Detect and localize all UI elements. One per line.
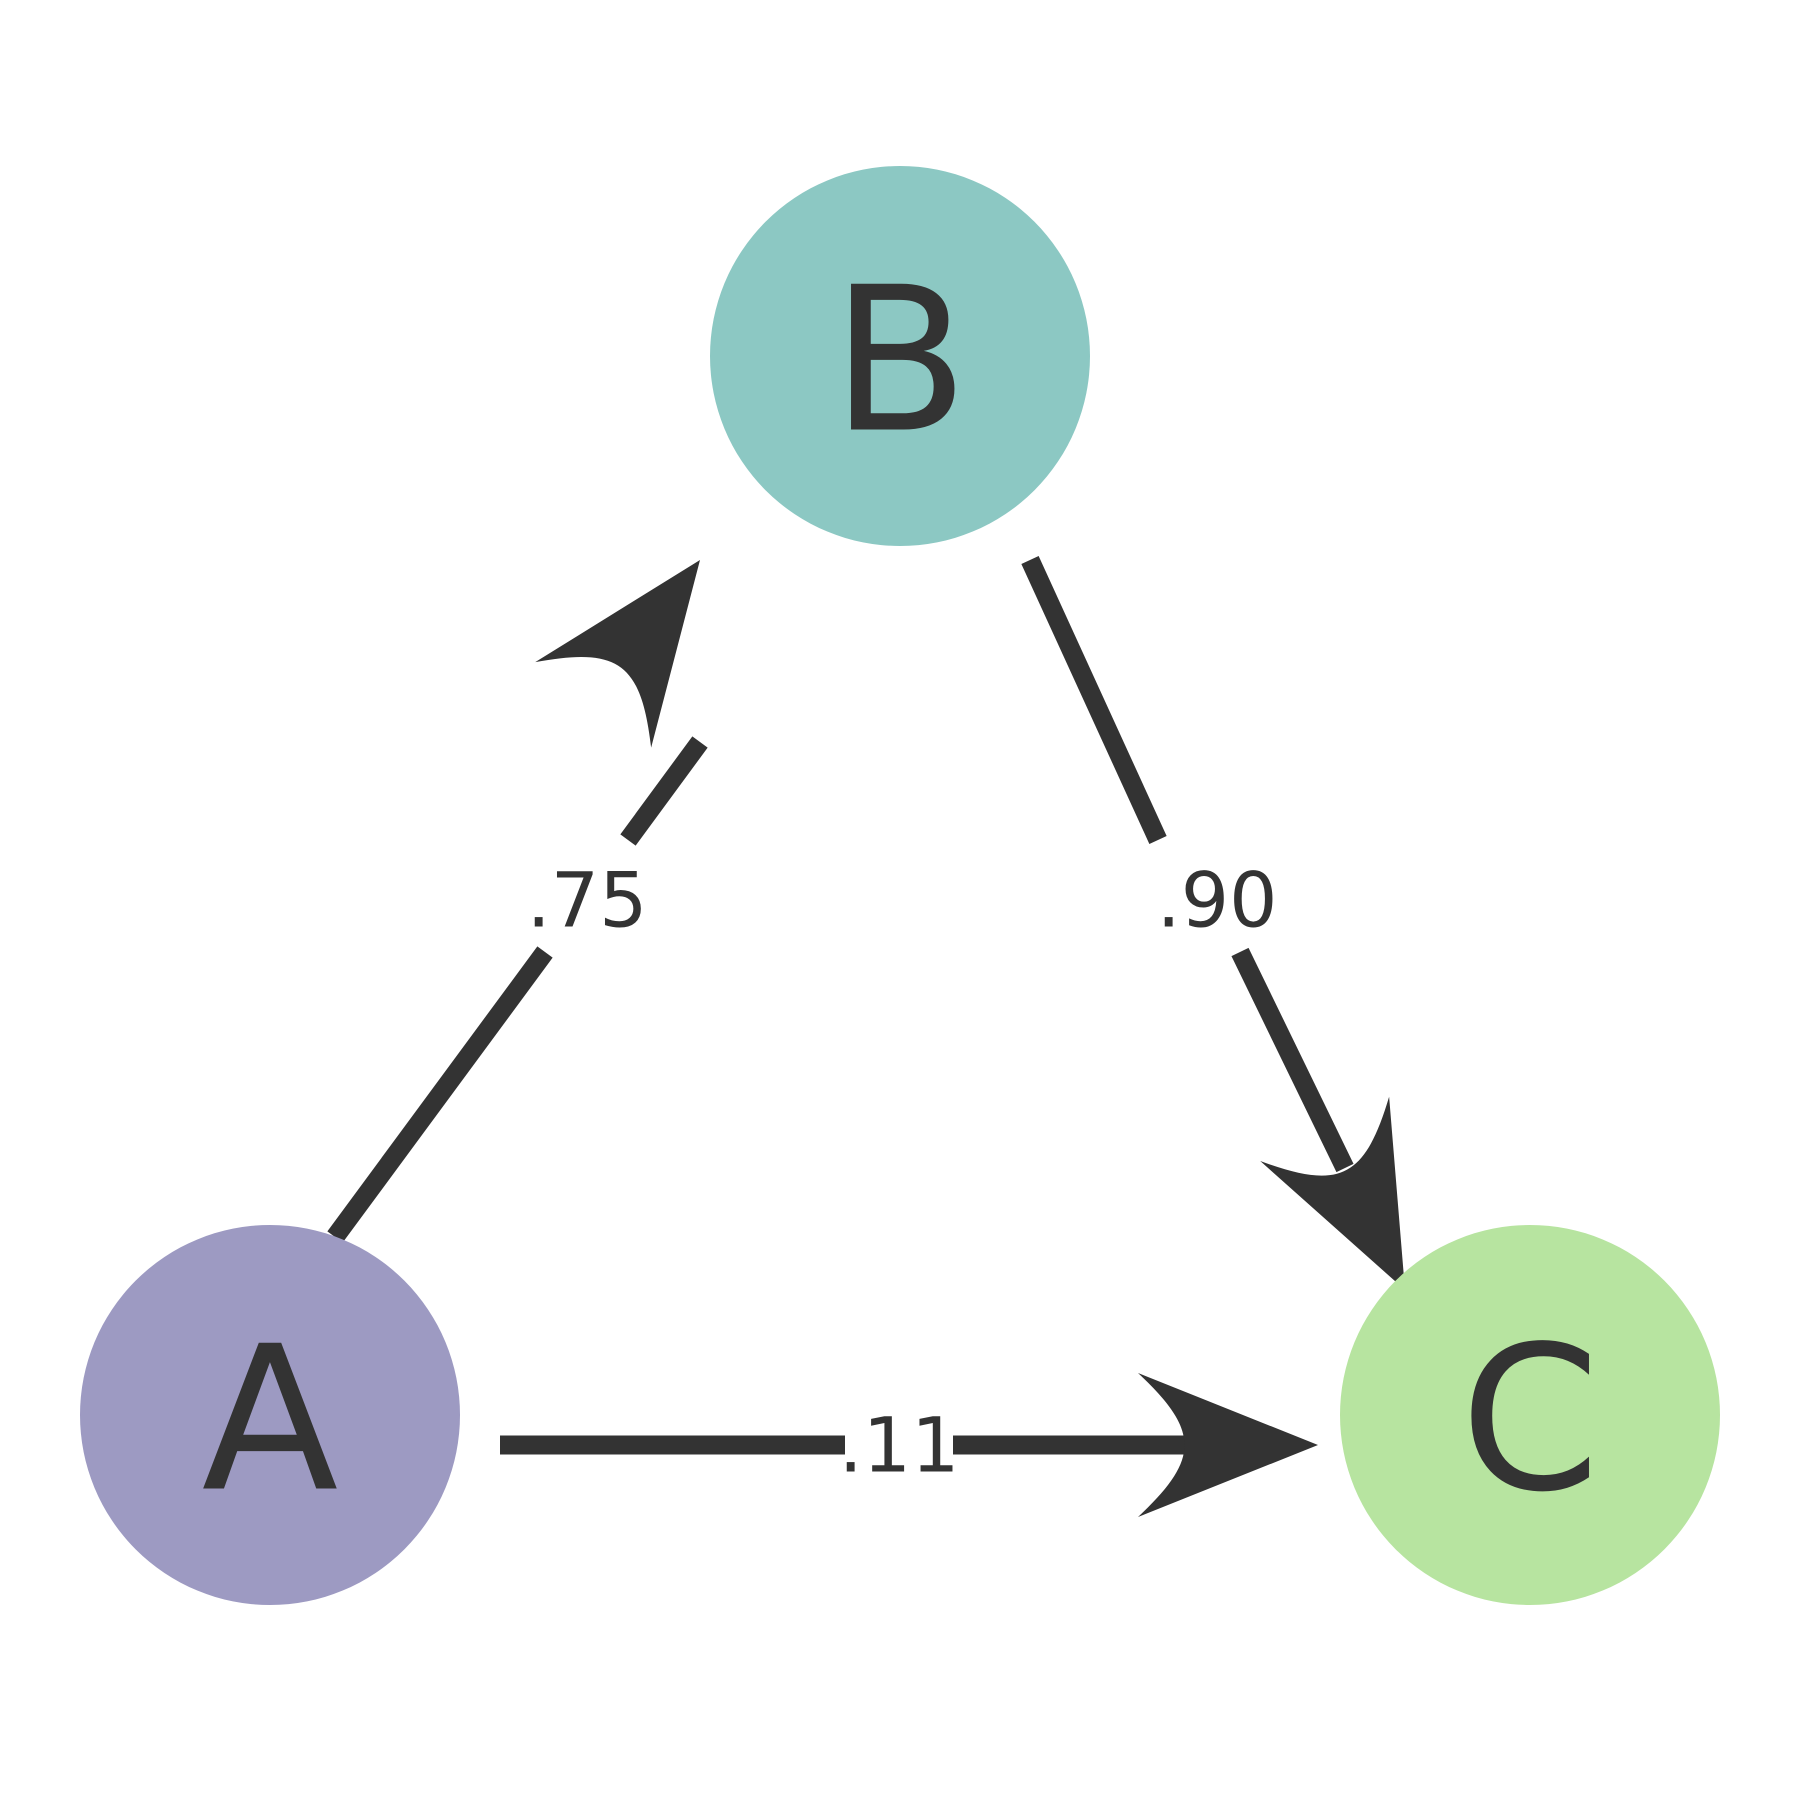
- edge-b-to-c[interactable]: .90: [1021, 556, 1469, 1322]
- edge-a-to-b-segment-upper: [620, 736, 708, 846]
- node-c-label: C: [1460, 1304, 1600, 1537]
- node-a[interactable]: A: [80, 1225, 460, 1605]
- node-b-circle[interactable]: [710, 166, 1090, 546]
- node-c-circle[interactable]: [1340, 1225, 1720, 1605]
- node-b-label: B: [831, 245, 968, 478]
- edge-b-to-c-segment-upper: [1021, 556, 1167, 844]
- edge-a-to-c[interactable]: .11: [500, 1373, 1318, 1517]
- edge-a-to-b-weight-label: .75: [527, 856, 648, 945]
- edge-a-to-b[interactable]: .75: [327, 517, 758, 1243]
- edge-a-to-b-segment-lower: [327, 946, 553, 1243]
- node-a-circle[interactable]: [80, 1225, 460, 1605]
- node-b[interactable]: B: [710, 166, 1090, 546]
- edge-a-to-c-weight-label: .11: [839, 1401, 960, 1490]
- node-c[interactable]: C: [1340, 1225, 1720, 1605]
- edge-b-to-c-segment-lower: [1231, 947, 1354, 1173]
- edge-a-to-c-arrowhead-icon: [1138, 1373, 1318, 1517]
- edge-b-to-c-weight-label: .90: [1157, 856, 1278, 945]
- node-a-label: A: [202, 1304, 339, 1537]
- edge-b-to-c-arrowhead-icon: [1260, 1096, 1405, 1290]
- edge-a-to-b-arrowhead-icon: [535, 560, 700, 748]
